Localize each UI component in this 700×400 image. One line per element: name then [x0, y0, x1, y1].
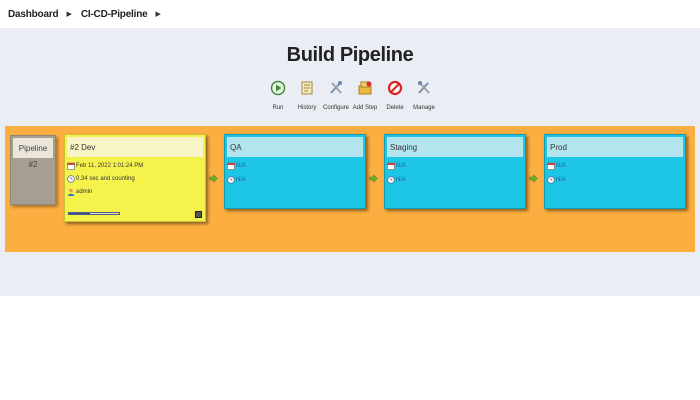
stage-duration-text: N/A — [236, 177, 247, 183]
manage-icon — [418, 81, 430, 94]
configure-icon — [330, 81, 342, 94]
configure-label: Configure — [322, 105, 349, 111]
run-label: Run — [272, 105, 284, 111]
stage-title: #2 Dev — [67, 137, 203, 157]
add-step-button[interactable]: Add Step — [345, 80, 385, 111]
history-button[interactable]: History — [287, 80, 327, 111]
stage-title: Staging — [387, 137, 523, 157]
stage-duration: N/A — [545, 173, 685, 187]
pipeline-header: Pipeline — [13, 138, 53, 158]
stage-duration: N/A — [385, 173, 525, 187]
stage-date: N/A — [385, 159, 525, 173]
calendar-icon — [387, 162, 395, 170]
user-icon — [67, 188, 75, 196]
calendar-icon — [227, 162, 235, 170]
configure-button[interactable]: Configure — [316, 80, 356, 111]
stage-title: Prod — [547, 137, 683, 157]
page-title: Build Pipeline — [286, 44, 414, 66]
stage-start-time-text: Feb 11, 2022 1:01:24 PM — [76, 162, 144, 169]
arrow-right-icon — [209, 174, 218, 183]
breadcrumb: Dashboard ▶ CI-CD-Pipeline ▶ — [0, 0, 700, 28]
stage-user-text: admin — [76, 188, 93, 195]
stage-duration: N/A — [225, 173, 365, 187]
add-step-icon — [358, 81, 372, 95]
arrow-right-icon — [369, 174, 378, 183]
manage-label: Manage — [413, 105, 435, 111]
breadcrumb-ci-cd-pipeline[interactable]: CI-CD-Pipeline — [80, 8, 148, 20]
stage-card-qa[interactable]: QA N/A N/A — [224, 134, 366, 209]
console-output-icon[interactable] — [195, 211, 202, 218]
calendar-icon — [67, 162, 75, 170]
stage-card-prod[interactable]: Prod N/A N/A — [544, 134, 686, 209]
stage-user: admin — [65, 185, 205, 198]
pipeline-toolbar: Run History Configure — [0, 80, 700, 120]
delete-icon — [387, 80, 403, 96]
stage-date: N/A — [225, 159, 365, 173]
stage-duration: 0.34 sec and counting — [65, 172, 205, 185]
stage-start-time: Feb 11, 2022 1:01:24 PM — [65, 159, 205, 172]
history-label: History — [297, 105, 317, 111]
add-step-label: Add Step — [352, 105, 378, 111]
run-icon — [270, 80, 286, 96]
stage-progress-fill — [69, 213, 90, 214]
main-content: Build Pipeline Run History Con — [0, 28, 700, 296]
arrow-right-icon — [529, 174, 538, 183]
clock-icon — [387, 176, 395, 184]
stage-duration-text: N/A — [556, 177, 567, 183]
manage-button[interactable]: Manage — [404, 80, 444, 111]
stage-card-dev[interactable]: #2 Dev Feb 11, 2022 1:01:24 PM 0.34 sec … — [64, 134, 206, 222]
delete-label: Delete — [386, 105, 404, 111]
pipeline-build-card[interactable]: Pipeline #2 — [10, 135, 56, 205]
stage-date: N/A — [545, 159, 685, 173]
stage-date-text: N/A — [236, 163, 247, 169]
calendar-icon — [547, 162, 555, 170]
stage-card-staging[interactable]: Staging N/A N/A — [384, 134, 526, 209]
stage-title: QA — [227, 137, 363, 157]
run-button[interactable]: Run — [258, 80, 298, 111]
pipeline-band: Pipeline #2 #2 Dev Feb 11, 2022 1:01:24 … — [5, 126, 695, 252]
stage-duration-text: 0.34 sec and counting — [76, 175, 135, 182]
delete-button[interactable]: Delete — [375, 80, 415, 111]
stage-duration-text: N/A — [396, 177, 407, 183]
clock-icon — [227, 176, 235, 184]
history-icon — [301, 81, 313, 95]
stage-date-text: N/A — [396, 163, 407, 169]
clock-icon — [547, 176, 555, 184]
breadcrumb-separator-icon: ▶ — [66, 11, 72, 18]
clock-icon — [67, 174, 75, 183]
stage-progress-bar — [68, 212, 120, 215]
stage-date-text: N/A — [556, 163, 567, 169]
pipeline-build-number: #2 — [28, 160, 38, 169]
breadcrumb-menu-icon[interactable]: ▶ — [155, 11, 161, 18]
breadcrumb-dashboard[interactable]: Dashboard — [8, 8, 59, 20]
